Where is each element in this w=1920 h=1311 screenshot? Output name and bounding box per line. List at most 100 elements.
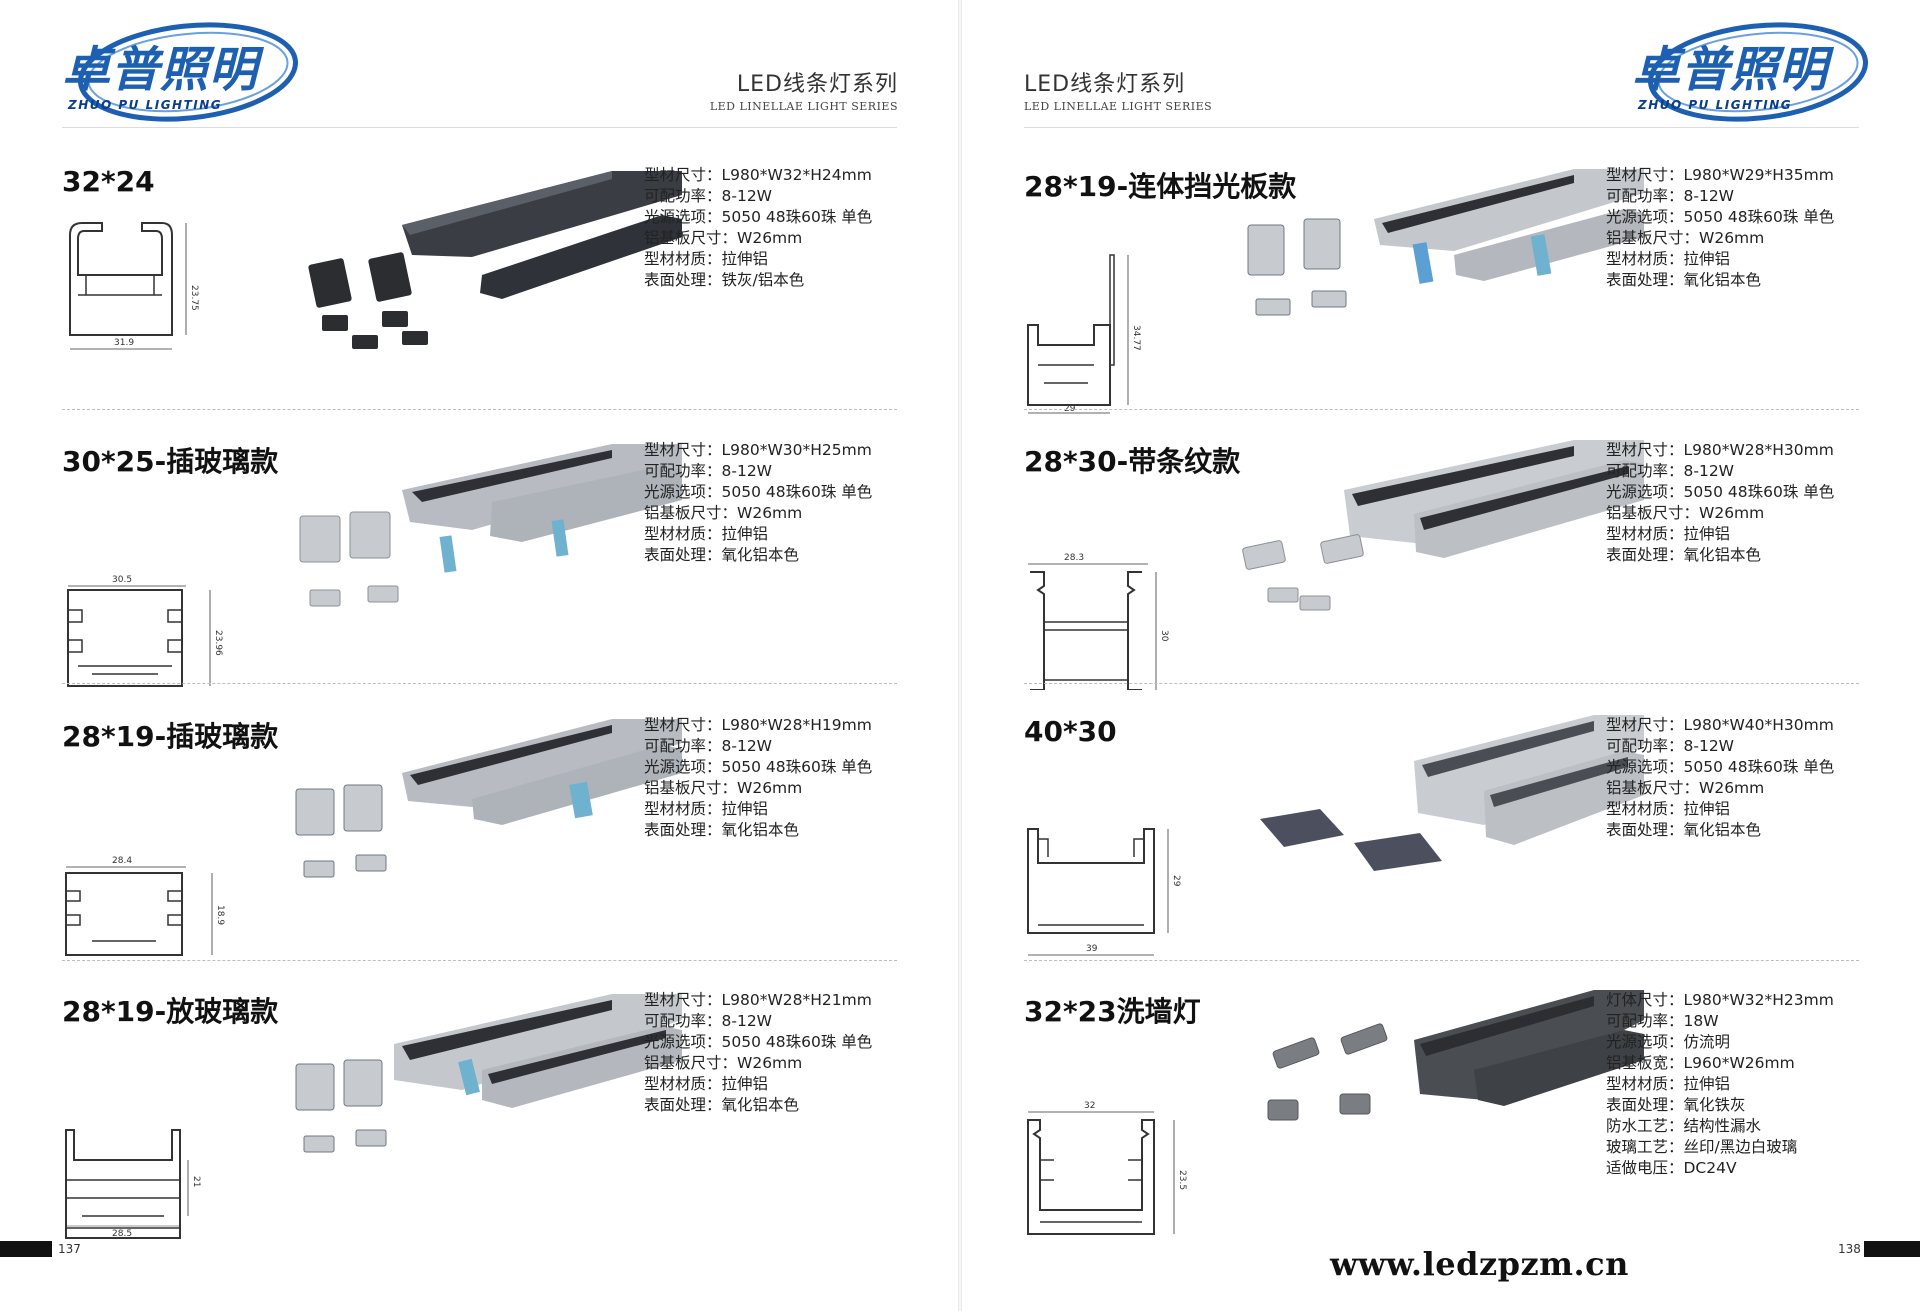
product-title: 32*23洗墙灯 (1024, 995, 1201, 1028)
spec-row: 型材尺寸：L980*W30*H25mm (644, 441, 872, 459)
spec-row: 表面处理：氧化铝本色 (644, 821, 800, 839)
profile-drawing: 29 39 (1024, 765, 1204, 965)
profile-drawing: 30.5 23.96 (62, 490, 242, 690)
product-section: 28*30-带条纹款 28.3 30 (1024, 440, 1859, 715)
spec-row: 铝基板尺寸：W26mm (644, 229, 803, 247)
spec-row: 型材材质：拉伸铝 (1606, 1075, 1731, 1093)
product-title: 28*19-插玻璃款 (62, 720, 279, 753)
spec-row: 型材尺寸：L980*W28*H19mm (644, 716, 872, 734)
spec-row: 铝基板尺寸：W26mm (1606, 229, 1765, 247)
spec-row: 光源选项：5050 48珠60珠 单色 (1606, 483, 1835, 501)
spec-list: 型材尺寸：L980*W29*H35mm 可配功率：8-12W 光源选项：5050… (1606, 165, 1834, 291)
spec-row: 灯体尺寸：L980*W32*H23mm (1606, 991, 1834, 1009)
header-rule (62, 127, 897, 128)
spec-row: 铝基板尺寸：W26mm (644, 1054, 803, 1072)
spec-list: 灯体尺寸：L980*W32*H23mm 可配功率：18W 光源选项：仿流明 铝基… (1606, 990, 1834, 1179)
product-photo (282, 165, 692, 385)
footer-bar (0, 1241, 52, 1257)
dim-height: 18.9 (215, 905, 225, 925)
profile-drawing: 31.9 23.75 (62, 215, 242, 415)
page-number: 137 (58, 1242, 81, 1256)
footer-bar (1864, 1241, 1920, 1257)
spec-row: 可配功率：8-12W (644, 187, 773, 205)
product-photo (282, 715, 692, 935)
spec-row: 光源选项：5050 48珠60珠 单色 (644, 208, 873, 226)
spec-list: 型材尺寸：L980*W40*H30mm 可配功率：8-12W 光源选项：5050… (1606, 715, 1834, 841)
product-title: 28*19-放玻璃款 (62, 995, 279, 1028)
series-heading: LED线条灯系列 LED LINELLAE LIGHT SERIES (710, 66, 898, 113)
spec-row: 型材尺寸：L980*W32*H24mm (644, 166, 872, 184)
spec-list: 型材尺寸：L980*W32*H24mm 可配功率：8-12W 光源选项：5050… (644, 165, 872, 291)
spec-row: 型材尺寸：L980*W28*H30mm (1606, 441, 1834, 459)
spec-row: 表面处理：氧化铝本色 (644, 1096, 800, 1114)
spec-row: 型材尺寸：L980*W40*H30mm (1606, 716, 1834, 734)
section-divider (62, 409, 897, 410)
section-divider (62, 683, 897, 684)
product-title: 30*25-插玻璃款 (62, 445, 279, 478)
left-page: 卓普照明 ZHUO PU LIGHTING LED线条灯系列 LED LINEL… (0, 0, 958, 1311)
dim-height: 34.77 (1131, 325, 1141, 351)
spec-row: 型材材质：拉伸铝 (1606, 250, 1731, 268)
header-rule (1024, 127, 1859, 128)
spec-row: 表面处理：氧化铝本色 (644, 546, 800, 564)
dim-width: 28.4 (112, 856, 132, 866)
spec-row: 表面处理：氧化铝本色 (1606, 546, 1762, 564)
dim-width: 30.5 (112, 575, 132, 585)
profile-drawing: 34.77 29 (1024, 215, 1204, 415)
product-title: 32*24 (62, 165, 155, 198)
website-url: www.ledzpzm.cn (1330, 1245, 1629, 1283)
spec-row: 型材尺寸：L980*W28*H21mm (644, 991, 872, 1009)
product-section: 28*19-插玻璃款 28.4 18.9 (62, 715, 897, 990)
product-photo (1234, 715, 1654, 935)
product-section: 32*24 31.9 23.75 (62, 165, 897, 440)
product-photo (1234, 990, 1654, 1210)
spec-row: 型材材质：拉伸铝 (644, 525, 769, 543)
profile-drawing: 21 28.5 (62, 1040, 242, 1240)
dim-width: 39 (1086, 944, 1098, 954)
dim-width: 28.3 (1064, 553, 1084, 563)
spec-list: 型材尺寸：L980*W28*H19mm 可配功率：8-12W 光源选项：5050… (644, 715, 872, 841)
spec-row: 可配功率：8-12W (1606, 462, 1735, 480)
spec-list: 型材尺寸：L980*W28*H21mm 可配功率：8-12W 光源选项：5050… (644, 990, 872, 1116)
spec-row: 可配功率：8-12W (644, 1012, 773, 1030)
spec-row: 光源选项：5050 48珠60珠 单色 (644, 758, 873, 776)
product-section: 28*19-放玻璃款 21 28.5 (62, 990, 897, 1265)
spec-row: 型材尺寸：L980*W29*H35mm (1606, 166, 1834, 184)
spec-row: 铝基板尺寸：W26mm (644, 504, 803, 522)
spec-list: 型材尺寸：L980*W28*H30mm 可配功率：8-12W 光源选项：5050… (1606, 440, 1834, 566)
profile-drawing: 28.3 30 (1024, 490, 1204, 691)
dim-width: 32 (1084, 1101, 1095, 1111)
page-number: 138 (1838, 1242, 1861, 1256)
spec-row: 可配功率：8-12W (1606, 737, 1735, 755)
spec-row: 适做电压：DC24V (1606, 1159, 1737, 1177)
spec-row: 光源选项：5050 48珠60珠 单色 (1606, 208, 1835, 226)
spec-row: 玻璃工艺：丝印/黑边白玻璃 (1606, 1138, 1798, 1156)
page-gutter (958, 0, 962, 1311)
product-section: 32*23洗墙灯 32 23.5 (1024, 990, 1859, 1265)
spec-row: 型材材质：拉伸铝 (644, 1075, 769, 1093)
spec-row: 型材材质：拉伸铝 (1606, 525, 1731, 543)
brand-logo: 卓普照明 ZHUO PU LIGHTING (48, 20, 298, 124)
series-title: LED线条灯系列 (1024, 72, 1186, 97)
dim-height: 21 (191, 1176, 201, 1187)
dim-height: 23.5 (1177, 1170, 1187, 1190)
product-section: 40*30 29 39 型材尺寸：L980*W40*H30mm (1024, 715, 1859, 990)
spec-row: 可配功率：8-12W (644, 737, 773, 755)
product-section: 28*19-连体挡光板款 34.77 29 (1024, 165, 1859, 440)
brand-logo: 卓普照明 ZHUO PU LIGHTING (1618, 20, 1868, 124)
section-divider (62, 960, 897, 961)
spec-row: 防水工艺：结构性漏水 (1606, 1117, 1762, 1135)
dim-width: 28.5 (112, 1229, 132, 1239)
spec-row: 光源选项：5050 48珠60珠 单色 (644, 483, 873, 501)
section-divider (1024, 409, 1859, 410)
spec-row: 可配功率：18W (1606, 1012, 1719, 1030)
spec-row: 型材材质：拉伸铝 (644, 800, 769, 818)
section-divider (1024, 683, 1859, 684)
dim-width: 31.9 (114, 338, 134, 348)
spec-row: 可配功率：8-12W (1606, 187, 1735, 205)
spec-row: 表面处理：氧化铝本色 (1606, 271, 1762, 289)
product-photo (1234, 165, 1654, 385)
svg-text:ZHUO PU LIGHTING: ZHUO PU LIGHTING (67, 98, 222, 112)
dim-height: 23.75 (189, 285, 199, 311)
spec-row: 铝基板尺寸：W26mm (1606, 779, 1765, 797)
